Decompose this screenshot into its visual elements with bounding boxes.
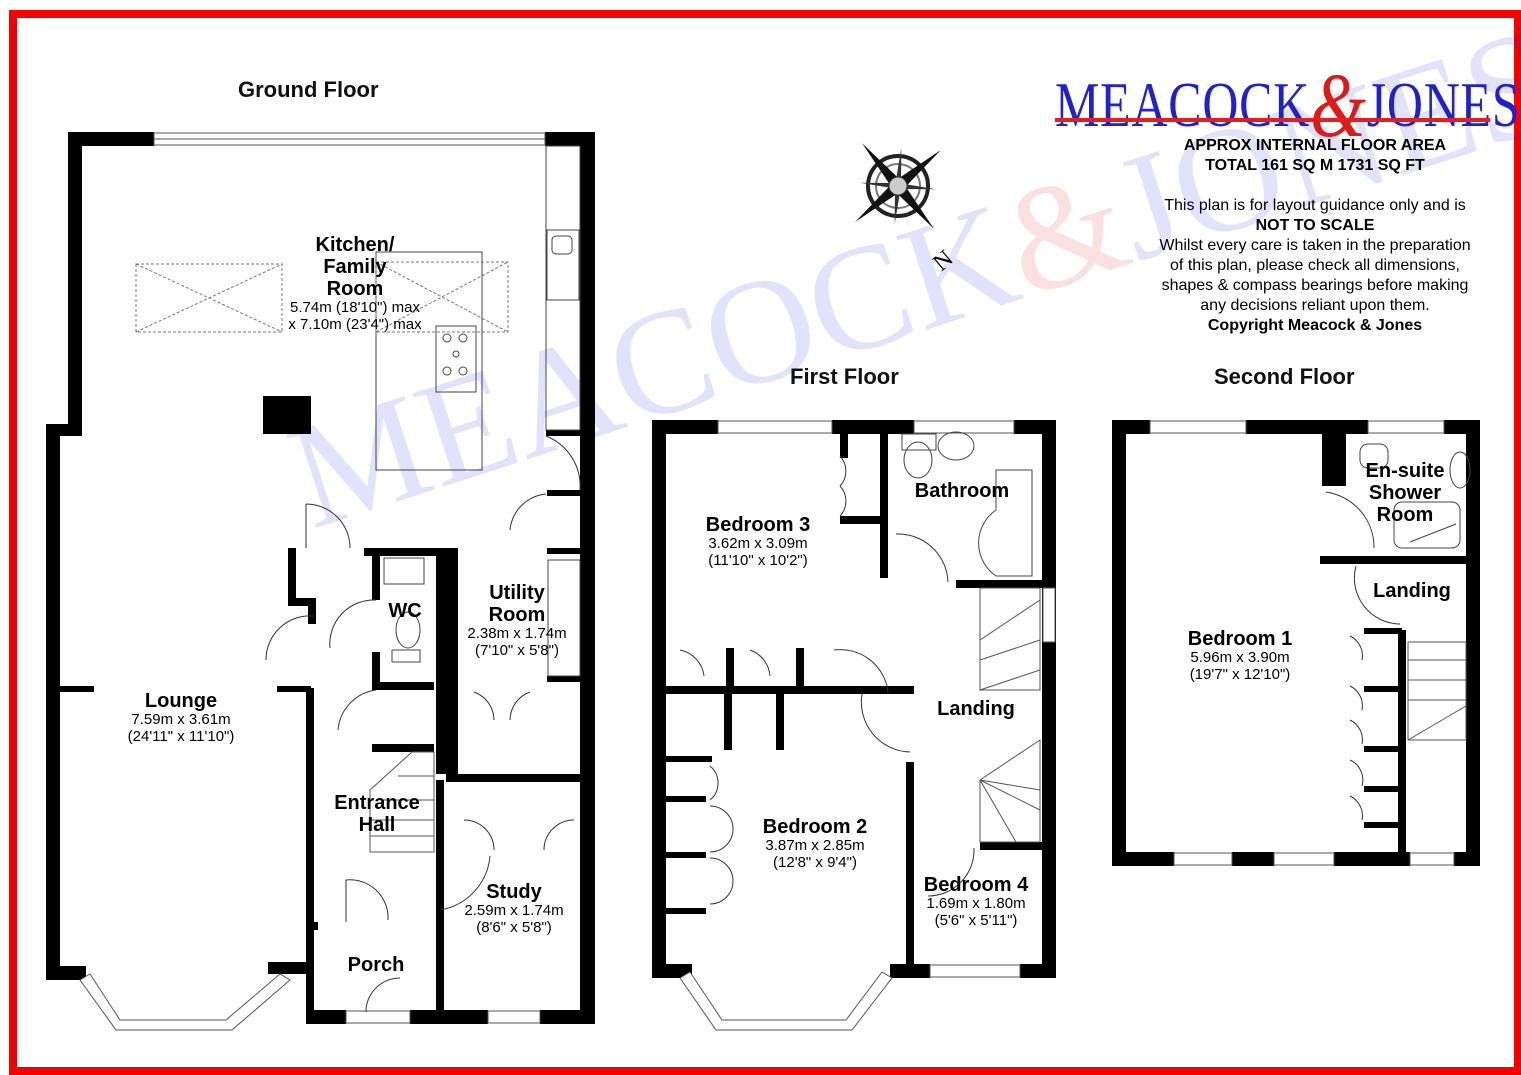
area-total: TOTAL 161 SQ M 1731 SQ FT [1205,157,1425,174]
copyright: Copyright Meacock & Jones [1207,317,1423,334]
disclaimer-line: Whilst every care is taken in the prepar… [1159,237,1471,254]
disclaimer-line: shapes & compass bearings before making [1161,277,1469,294]
brand-ampersand: & [1310,54,1367,156]
room-study: Study 2.59m x 1.74m (8'6" x 5'8") [464,881,564,936]
room-entrance-hall: Entrance Hall [334,792,420,836]
room-bedroom-4: Bedroom 4 1.69m x 1.80m (5'6" x 5'11") [923,874,1029,929]
room-ensuite: En-suite Shower Room [1365,460,1445,526]
brand-name-left: MEACOCK [1055,69,1311,140]
second-floor-title: Second Floor [1214,364,1355,389]
info-block: APPROX INTERNAL FLOOR AREA TOTAL 161 SQ … [1120,136,1510,336]
compass-rose-icon [855,143,941,229]
room-landing-second: Landing [1373,580,1451,602]
room-porch: Porch [347,954,405,976]
disclaimer-line: any decisions reliant upon them. [1200,297,1430,314]
room-utility: Utility Room 2.38m x 1.74m (7'10" x 5'8"… [467,582,567,659]
room-bedroom-1: Bedroom 1 5.96m x 3.90m (19'7" x 12'10") [1187,628,1293,683]
room-bedroom-2: Bedroom 2 3.87m x 2.85m (12'8" x 9'4") [762,816,868,871]
room-bedroom-3: Bedroom 3 3.62m x 3.09m (11'10" x 10'2") [705,514,811,569]
room-wc: WC [388,600,422,622]
logo-underline [1055,118,1490,122]
room-landing-first: Landing [937,698,1015,720]
area-heading: APPROX INTERNAL FLOOR AREA [1183,137,1447,154]
first-floor-title: First Floor [790,364,899,389]
page-frame [9,10,1521,1075]
brand-name-right: JONES [1366,69,1521,140]
room-bathroom: Bathroom [914,480,1010,502]
ground-floor-title: Ground Floor [238,77,379,102]
brand-logo: MEACOCK&JONES [1055,42,1521,156]
room-kitchen-family: Kitchen/ Family Room 5.74m (18'10") max … [288,234,422,333]
not-to-scale: NOT TO SCALE [1255,217,1375,234]
room-lounge: Lounge 7.59m x 3.61m (24'11" x 11'10") [127,690,235,745]
disclaimer-line: of this plan, please check all dimension… [1170,257,1460,274]
disclaimer-line: This plan is for layout guidance only an… [1164,197,1466,214]
